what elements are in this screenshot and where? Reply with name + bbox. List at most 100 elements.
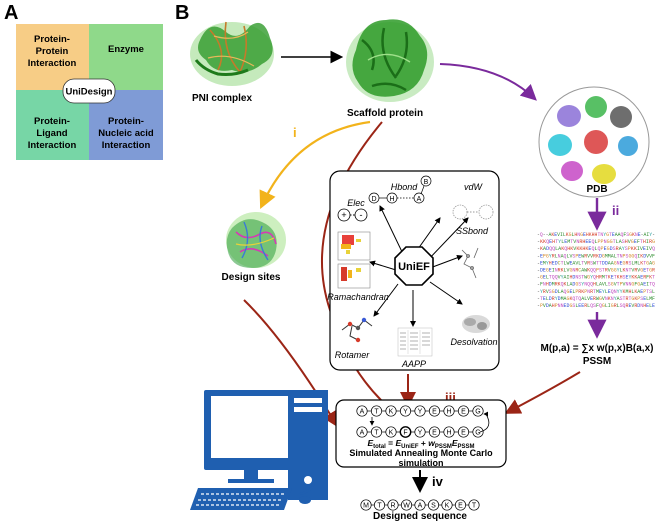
residue-top-circle — [472, 405, 484, 417]
residue-designed-circle — [387, 499, 399, 511]
unidesign-center-label: UniDesign — [66, 87, 113, 98]
alignment-row: -KADQQLAKQHKVKKHKEQLQPEGDSRAYSPKKIVEIVQ — [537, 245, 656, 252]
quad-pli-line3: Interaction — [28, 140, 77, 151]
residue-designed-circle — [441, 499, 453, 511]
residue-mutated-circle — [428, 426, 441, 438]
alignment-row: -TELDRYDMAGKQTQALVERWGVNKNYASTRTGKPSELMF — [537, 295, 655, 302]
quad-pni-line3: Interaction — [102, 140, 151, 151]
residue-designed-letter: W — [403, 503, 410, 510]
unidesign-quad-diagram: Protein- Protein Interaction Enzyme Prot… — [16, 24, 163, 160]
alignment-row: -KKQEHTYLEMTVNRHEEQLPPNGGTLASHVGEFTHIRG — [537, 238, 656, 245]
residue-designed-circle — [400, 499, 413, 511]
annealing-line2: simulation — [398, 458, 443, 468]
negative-charge-symbol: - — [360, 210, 363, 220]
quad-pli-line1: Protein- — [34, 116, 70, 127]
pdb-database-circle — [538, 86, 650, 198]
residue-designed-letter: T — [377, 503, 382, 510]
scaffold-protein-structure — [346, 19, 434, 102]
residue-mutated-circle — [370, 426, 383, 438]
annealing-line1: Simulated Annealing Monte Carlo — [349, 448, 493, 458]
residue-top-circle — [385, 405, 397, 417]
alignment-row: -PVDAHPNNEDGSLEERLQSFQGLIGRLSQREVRDNHELE — [537, 302, 656, 309]
residue-top-letter: K — [389, 409, 394, 416]
computer-icon — [190, 390, 328, 510]
residue-top-letter: Y — [403, 409, 408, 416]
unief-energy-function-box: UniEF + - Elec Hbond D H A B vdW SSbond — [327, 170, 500, 371]
residue-mutated-letter: G — [475, 430, 480, 437]
residue-mutated-letter: E — [461, 430, 466, 437]
residue-mutated-circle — [472, 426, 484, 438]
hbond-acceptor-letter: A — [417, 196, 422, 203]
residue-top-letter: T — [374, 409, 379, 416]
residue-designed-letter: S — [431, 503, 436, 510]
residue-mutated-letter: T — [374, 430, 379, 437]
quad-pni-line2: Nucleic acid — [98, 128, 154, 139]
residue-designed-circle — [414, 499, 426, 511]
residue-top-circle — [443, 405, 455, 417]
step-iv-label: iv — [432, 474, 444, 489]
alignment-row: -EMYHEDCTLWEAVLTVRSWTTDDAAGNEGRSLMLKTGAG — [537, 259, 656, 266]
residue-designed-circle — [468, 499, 480, 511]
rotamer-molecule-icon — [341, 317, 373, 343]
residue-mutated-circle — [399, 426, 412, 438]
hbond-base-icon — [420, 175, 432, 187]
quad-ppi-line3: Interaction — [28, 58, 77, 69]
term-vdw: vdW — [464, 182, 484, 192]
aapp-table-icon — [397, 327, 433, 357]
scaffold-protein-label: Scaffold protein — [347, 108, 423, 119]
residue-top-circle — [356, 405, 368, 417]
residue-top-circle — [399, 405, 412, 417]
residue-top-letter: E — [461, 409, 466, 416]
negative-charge-icon — [354, 208, 368, 222]
term-rotamer: Rotamer — [335, 350, 371, 360]
alignment-row: -EPGYRLNAQLVSPEWRVVRKDGMMALTNPSGGQIKDVVF — [537, 252, 655, 259]
residue-mutated-circle — [356, 426, 368, 438]
unidesign-center-pill — [62, 78, 116, 104]
residue-designed-letter: M — [363, 503, 369, 510]
ramachandran-plot-icon — [337, 231, 371, 289]
panel-b-label: B — [175, 2, 189, 24]
residue-top-letter: H — [446, 409, 451, 416]
alignment-row: -DEGEINRKLVGNRCAWKQQPSTRVGGYLKNTVRVGETGR — [537, 267, 656, 274]
residue-mutated-circle — [414, 426, 426, 438]
iteration-loop-arrow — [479, 411, 490, 433]
quad-pni-line1: Protein- — [108, 116, 144, 127]
quad-ppi-line2: Protein — [36, 46, 69, 57]
vdw-atom-b-icon — [478, 204, 494, 220]
term-desolvation: Desolvation — [450, 337, 497, 347]
unief-center-label: UniEF — [398, 261, 430, 273]
energy-equation: Etotal = EUniEF + wPSSMEPSSM — [367, 438, 474, 450]
residue-top-letter: Y — [418, 409, 423, 416]
quad-enzyme-line1: Enzyme — [108, 44, 144, 55]
step-i-label: i — [293, 125, 297, 140]
residue-designed-circle — [454, 499, 467, 511]
panel-a-label: A — [4, 2, 18, 24]
disulfide-bond-icon — [461, 247, 479, 279]
residue-designed-letter: A — [418, 503, 423, 510]
hbond-base-letter: B — [424, 179, 429, 186]
residue-top-letter: E — [432, 409, 437, 416]
residue-top-circle — [428, 405, 441, 417]
term-hbond: Hbond — [391, 182, 419, 192]
residue-designed-letter: E — [458, 503, 463, 510]
residue-designed-circle — [427, 499, 440, 511]
positive-charge-symbol: + — [341, 210, 346, 220]
arrow-scaffold-to-pdb — [439, 63, 537, 101]
hbond-hydrogen-letter: H — [389, 196, 394, 203]
residue-top-letter: G — [475, 409, 480, 416]
pdb-label: PDB — [586, 184, 607, 195]
residue-mutated-letter: Y — [418, 430, 423, 437]
desolvation-molecule-icon — [462, 315, 490, 333]
residue-designed-letter: T — [472, 503, 477, 510]
residue-designed-circle — [360, 499, 372, 511]
arrow-scaffold-to-design-sites — [259, 120, 371, 209]
quad-ppi-line1: Protein- — [34, 34, 70, 45]
residue-top-circle — [457, 405, 470, 417]
alignment-row: -YRVSGDLAQGELPRKPNRTMEYLEQNYYKMHLKAEPTSL — [537, 288, 655, 295]
vdw-atom-a-icon — [452, 204, 468, 220]
hbond-acceptor-icon — [413, 192, 425, 204]
residue-mutated-circle — [443, 426, 455, 438]
